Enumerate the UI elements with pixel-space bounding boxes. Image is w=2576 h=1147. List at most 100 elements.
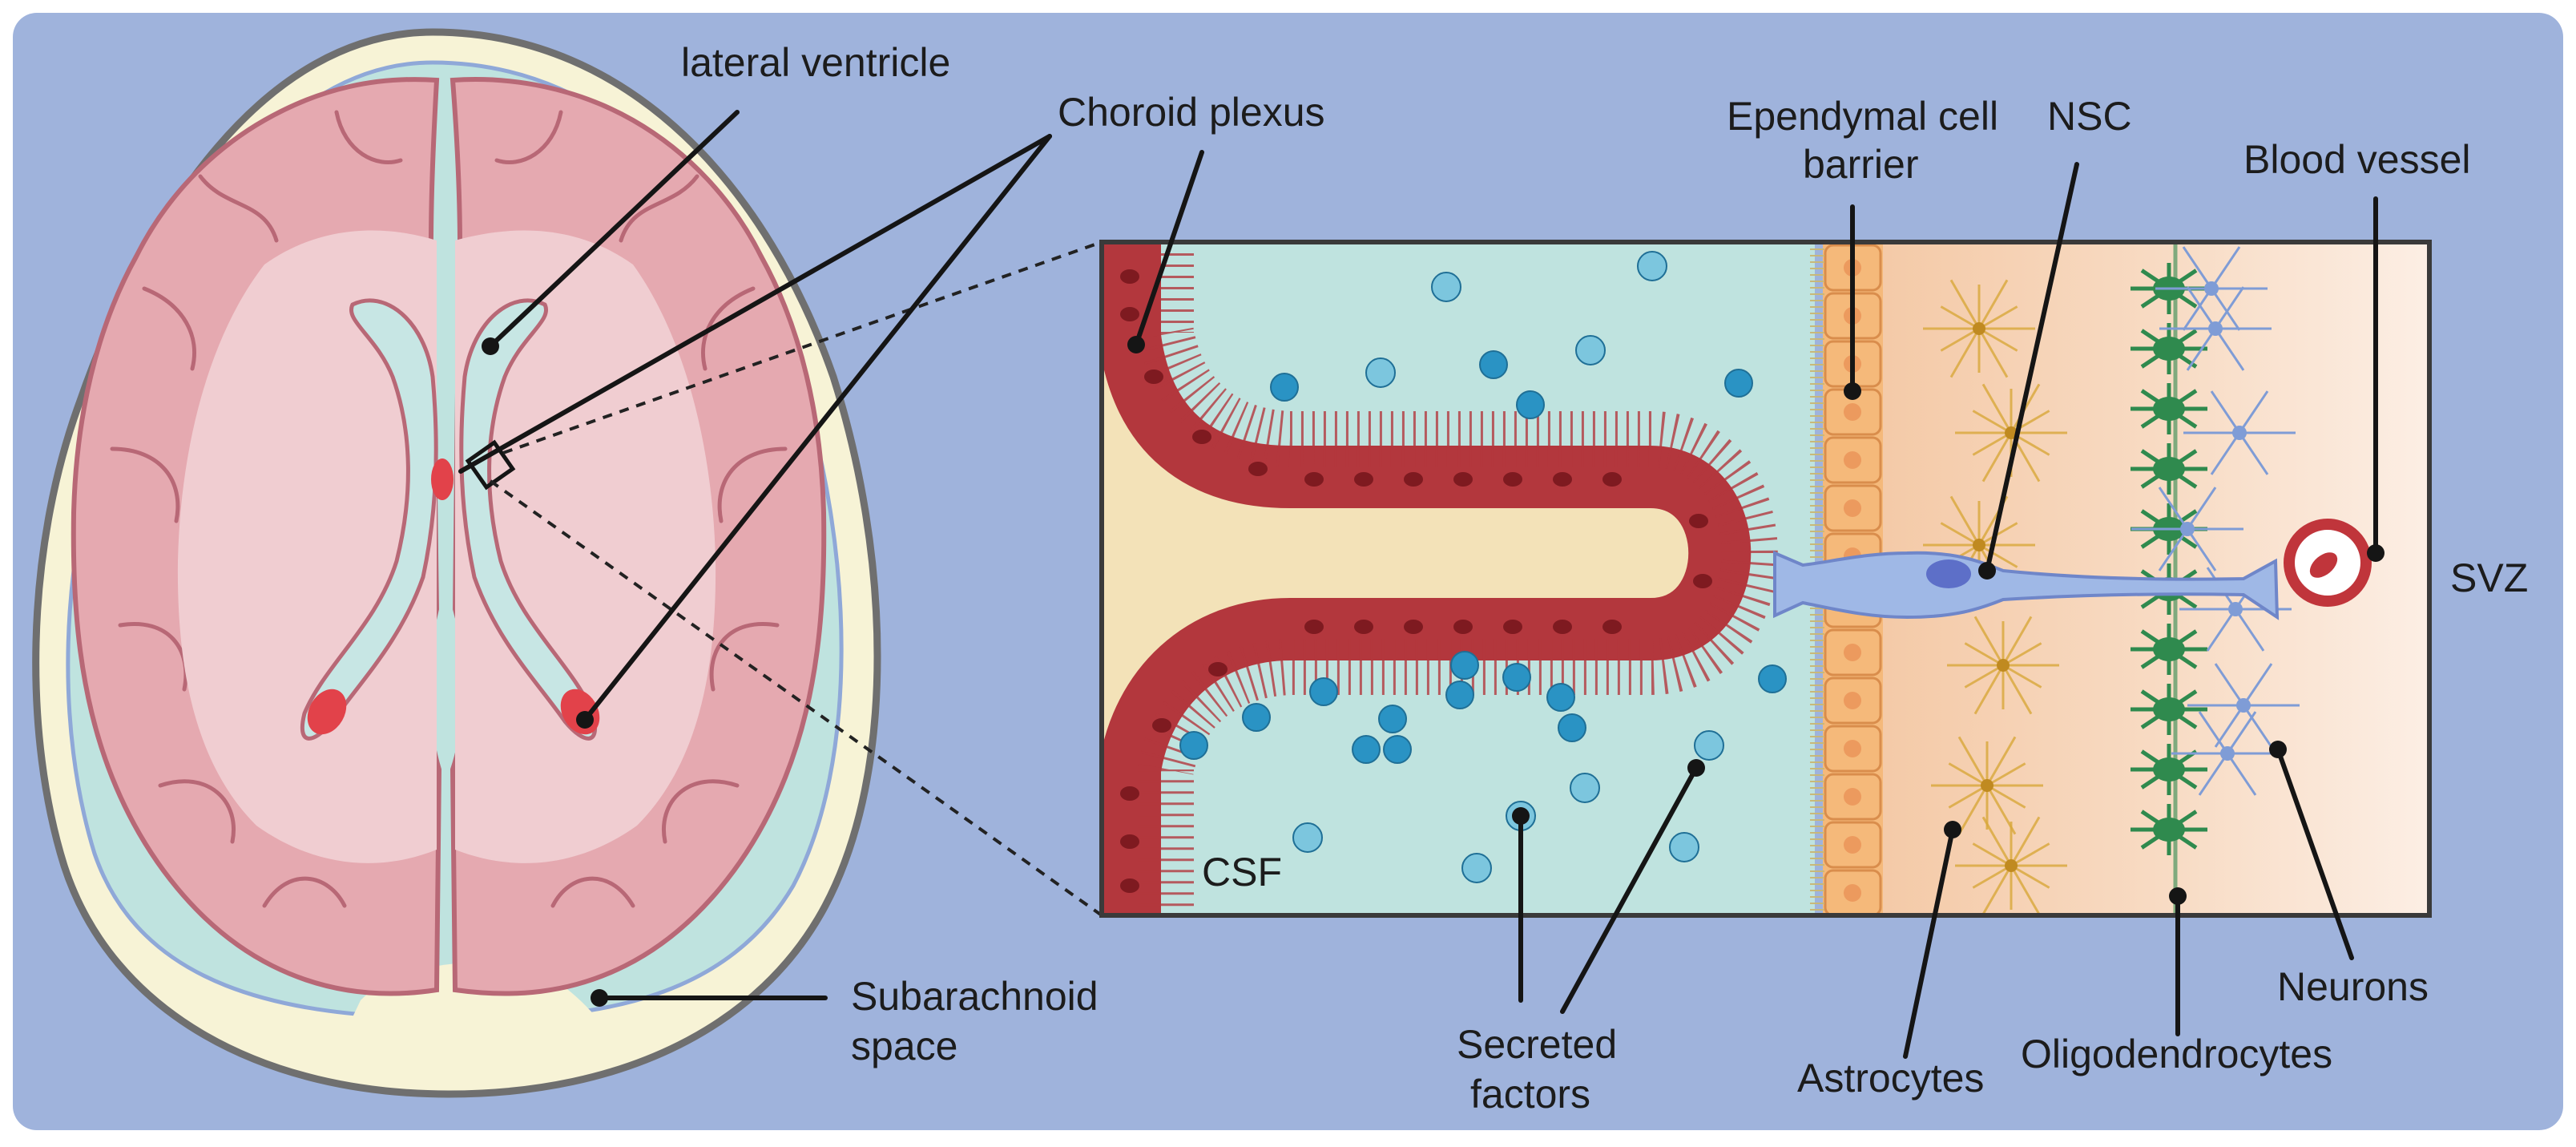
astrocyte-process [1972,842,2012,867]
epithelium-nucleus [1693,574,1712,588]
astrocyte-body [1973,539,1985,551]
astrocyte-process [1964,642,2004,667]
label-ependymal-line1: Ependymal cell [1727,94,1998,139]
lateral-ventricle-right [459,298,598,741]
astrocyte-process [2010,865,2041,915]
secreted-factor [1450,651,1479,680]
astrocyte-process [1957,785,1989,835]
neuron-dendrite [2214,286,2245,329]
neuron-dendrite [2186,286,2217,329]
neuron-dendrite [2210,288,2241,331]
epithelium-nucleus [1354,472,1373,487]
secreted-factor [1445,681,1474,709]
neuron-dendrite [2210,390,2241,434]
epithelium-nucleus [1152,718,1171,733]
neuron-dendrite [2198,711,2229,754]
ependymal-nucleus [1844,644,1861,661]
choroid-spot-left [307,689,347,735]
label-neurons: Neurons [2277,964,2429,1009]
label-blood-vessel: Blood vessel [2243,137,2471,182]
label-subarachnoid-line2: space [851,1024,957,1068]
label-lateral-ventricle: lateral ventricle [681,40,950,85]
neuron-dendrite [2238,432,2269,475]
neuron-body [2236,698,2251,713]
white-matter [177,230,437,863]
astrocyte-process [2010,842,2050,867]
label-ependymal-line2: barrier [1803,142,1918,187]
astrocyte-process [2002,664,2042,689]
secreted-factor [1570,773,1600,803]
neuron-body [2208,321,2223,336]
detail-panel [1102,242,2429,915]
astrocyte-process [1981,865,2013,915]
astrocyte-process [1948,762,1988,787]
neuron-dendrite [2226,753,2257,796]
neuron-body [2180,522,2195,536]
neuron-dendrite [2186,528,2217,571]
neuron-dendrite [2210,246,2241,289]
secreted-factor [1479,350,1508,379]
astrocyte-body [2005,859,2018,872]
neuron-body [2204,281,2219,296]
nsc-nucleus [1926,559,1971,588]
neuron-dendrite [2238,390,2269,434]
astrocyte-process [1957,736,1989,786]
secreted-factor [1431,272,1461,302]
label-choroid-plexus: Choroid plexus [1058,90,1325,135]
astrocyte-process [2002,642,2042,667]
astrocyte-process [1978,327,2018,352]
epithelium-nucleus [1503,620,1522,634]
astrocyte-body [1997,659,2010,672]
epithelium-nucleus [1192,430,1211,444]
astrocyte-process [1940,327,1980,352]
label-secreted-line1: Secreted [1457,1022,1617,1067]
epithelium-nucleus [1120,878,1139,893]
astrocyte-body [1973,322,1985,335]
astrocyte-process [2010,816,2041,866]
label-svz: SVZ [2450,555,2528,600]
oligodendrocyte-body [2153,757,2185,781]
label-oligodendrocytes: Oligodendrocytes [2021,1032,2332,1076]
secreted-factor [1383,735,1412,764]
secreted-factor [1669,832,1699,862]
neuron-body [2232,426,2247,440]
epithelium-nucleus [1453,620,1473,634]
epithelium-nucleus [1120,269,1139,284]
oligodendrocyte-body [2153,818,2185,842]
epithelium-nucleus [1304,620,1324,634]
choroid-epithelium [1102,242,1752,915]
astrocyte-process [1977,279,2009,329]
ependymal-nucleus [1844,740,1861,757]
epithelium-nucleus [1453,472,1473,487]
astrocyte-process [1981,383,2013,434]
neuron-dendrite [2186,487,2217,530]
neuron-dendrite [2158,487,2189,530]
oligodendrocyte-body [2153,697,2185,721]
secreted-factor [1694,730,1724,761]
neuron-dendrite [2186,328,2217,371]
label-astrocytes: Astrocytes [1797,1056,1984,1101]
epithelium-nucleus [1248,462,1268,476]
astrocyte-process [1972,410,2012,434]
label-subarachnoid-line1: Subarachnoid [851,974,1099,1019]
ependymal-cells [1824,244,1882,915]
astrocyte-process [1940,305,1980,330]
ependymal-nucleus [1844,499,1861,517]
oligodendrocyte-body [2153,397,2185,421]
secreted-factor [1352,735,1381,764]
neuron-dendrite [2158,528,2189,571]
astrocyte-process [2002,616,2033,666]
astrocyte-process [1973,664,2005,715]
astrocyte-process [1977,328,2009,378]
secreted-factor [1724,369,1753,398]
epithelium-nucleus [1120,307,1139,321]
neuron-dendrite [2210,432,2241,475]
ependymal-nucleus [1844,788,1861,806]
epithelium-nucleus [1404,472,1423,487]
epithelium-nucleus [1304,472,1324,487]
oligodendrocyte-body [2153,337,2185,361]
epithelium-nucleus [1503,472,1522,487]
secreted-factor [1292,822,1323,853]
neuron-body [2228,602,2243,616]
nsc-cell [1773,550,2280,620]
